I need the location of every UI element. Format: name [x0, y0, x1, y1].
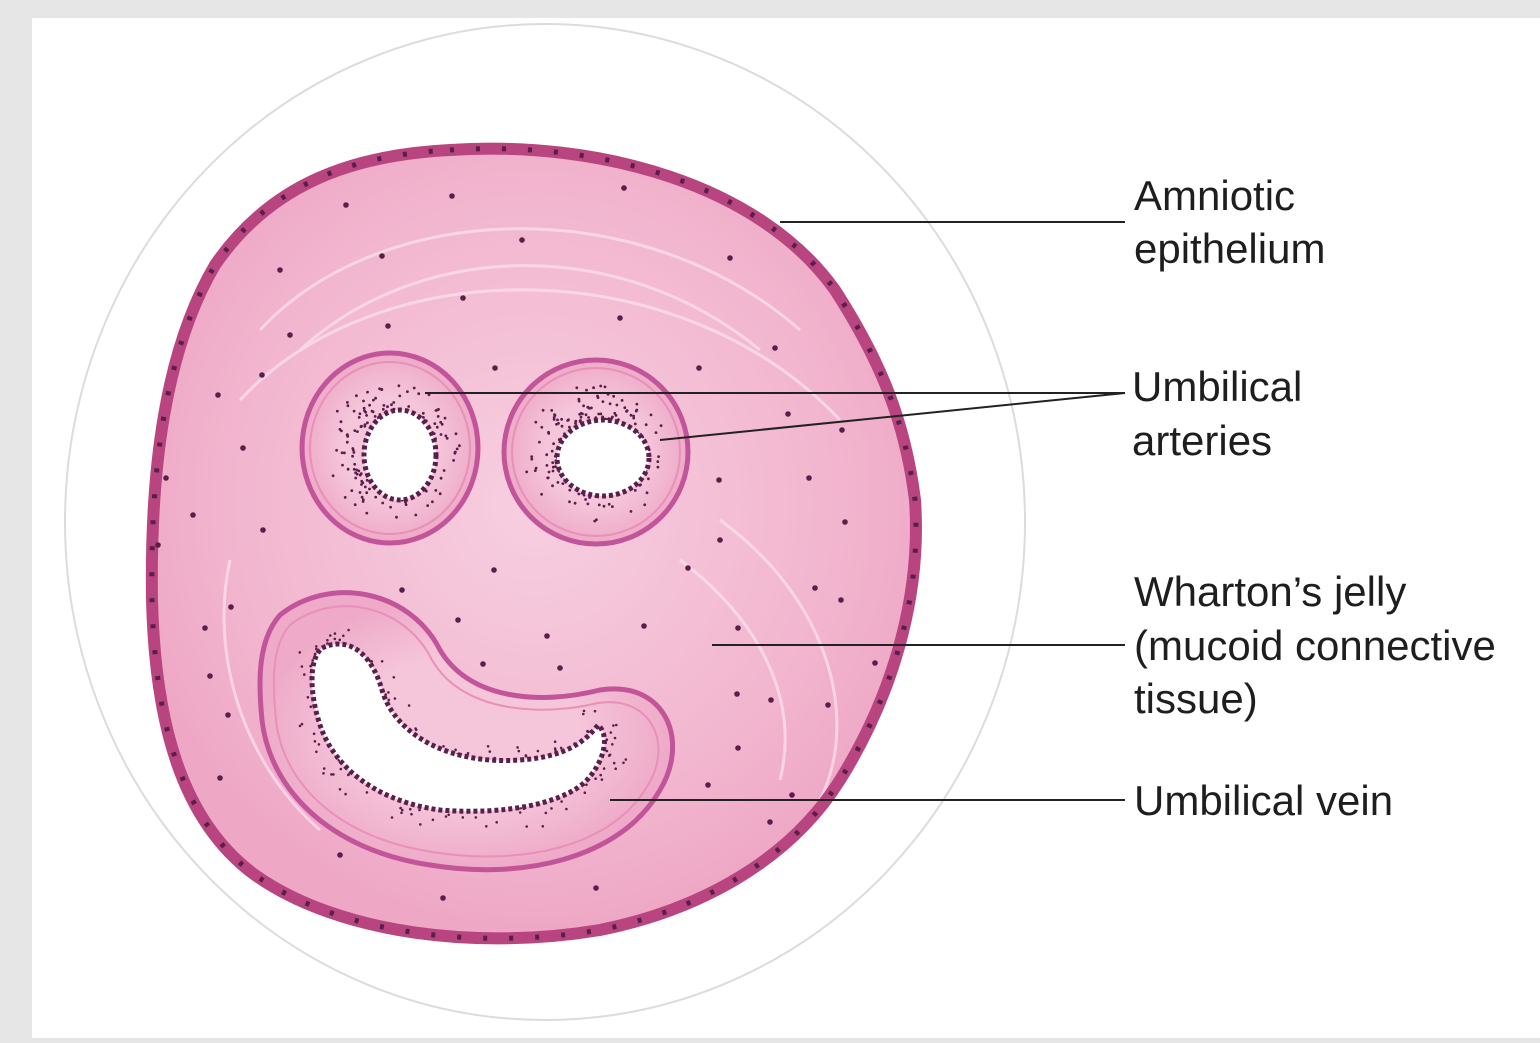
label-amniotic-epithelium-line1: Amniotic	[1134, 172, 1295, 219]
label-whartons-jelly-line1: Wharton’s jelly	[1134, 568, 1406, 615]
label-umbilical-arteries-line1: Umbilical	[1132, 363, 1302, 410]
label-umbilical-arteries-line2: arteries	[1132, 417, 1272, 464]
umbilical-artery-left	[302, 353, 478, 543]
label-amniotic-epithelium-line2: epithelium	[1134, 225, 1325, 272]
label-whartons-jelly-line2: (mucoid connective	[1134, 622, 1496, 669]
umbilical-artery-right	[504, 360, 688, 544]
label-umbilical-vein: Umbilical vein	[1134, 777, 1393, 824]
label-whartons-jelly-line3: tissue)	[1134, 675, 1258, 722]
